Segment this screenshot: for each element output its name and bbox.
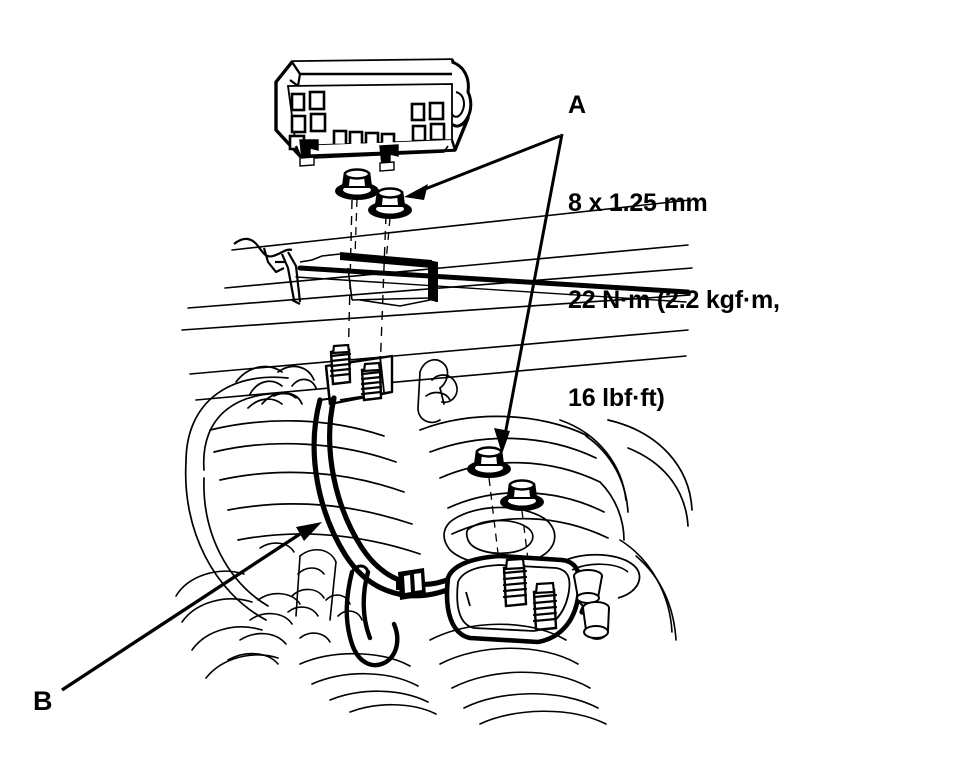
spec-letter: A [568, 91, 586, 119]
arrow-a-lower [494, 133, 564, 454]
torque-spec-callout: A 8 x 1.25 mm 22 N·m (2.2 kgf·m, 16 lbf·… [568, 24, 780, 479]
body-panel-lines [181, 199, 693, 401]
arrow-a-upper [404, 134, 561, 200]
flange-bolt-upper-left [335, 168, 379, 257]
threaded-stud-plate-right [532, 581, 558, 632]
relay-box-mount-tabs [299, 139, 399, 172]
threaded-stud-bracket-left [329, 343, 352, 386]
spec-thread-size: 8 x 1.25 mm [568, 188, 708, 217]
label-b: B [33, 686, 53, 716]
engine-outline [184, 359, 693, 621]
relay-fuse-box-cover [274, 58, 473, 159]
arrow-b [61, 522, 322, 692]
flange-bolt-lower-left [467, 446, 511, 571]
ignition-coil-towers [561, 553, 641, 640]
cowl-seam [295, 265, 691, 303]
threaded-stud-plate-left [502, 557, 528, 608]
threaded-stud-bracket-right [360, 361, 383, 402]
spec-torque-imperial: 16 lbf·ft) [568, 383, 665, 412]
hose-clamp [396, 568, 426, 600]
cowl-bracket [233, 237, 302, 305]
alignment-dash-lines [347, 199, 387, 373]
lower-engine-detail [175, 539, 677, 725]
flange-bolt-upper-right [368, 187, 412, 263]
flange-bolt-lower-right [500, 479, 544, 577]
spec-torque-metric: 22 N·m (2.2 kgf·m, [568, 286, 780, 314]
